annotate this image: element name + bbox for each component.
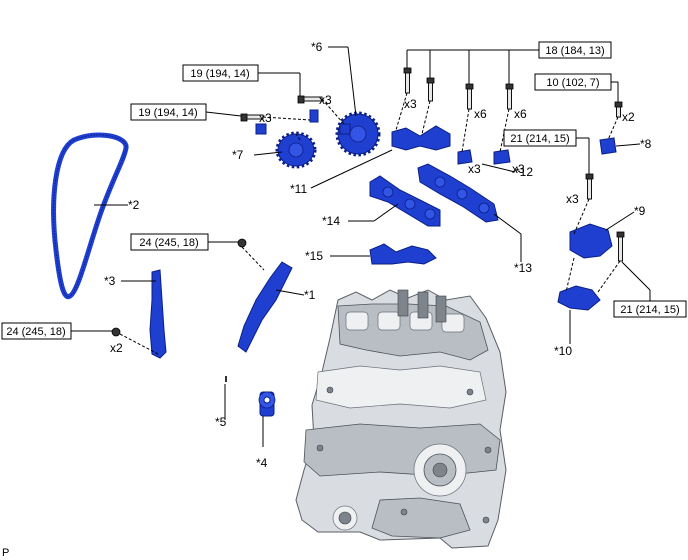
- intake-cam-gear-part: [255, 109, 319, 169]
- quantity-label: x3: [404, 97, 417, 111]
- figure-code-label: P: [2, 547, 9, 559]
- part-ref-label: *9: [634, 204, 646, 218]
- bracket-lower-part: [557, 285, 601, 311]
- cam-cap-small-part-a: [457, 149, 473, 165]
- bracket-upper-part: [569, 223, 613, 259]
- part-ref-label: *4: [256, 456, 268, 470]
- quantity-label: x3: [512, 162, 525, 176]
- part-ref-label: *11: [290, 182, 307, 196]
- torque-text: 24 (245, 18): [139, 237, 198, 249]
- torque-callout-19-left: 19 (194, 14): [130, 103, 207, 121]
- quantity-label: x3: [566, 192, 579, 206]
- crank-sprocket-part: [258, 391, 276, 417]
- torque-callout-19-top: 19 (194, 14): [182, 64, 259, 82]
- part-ref-label: *13: [514, 261, 532, 275]
- part-ref-label: *5: [215, 415, 227, 429]
- tensioner-slipper-part: [149, 269, 167, 359]
- cam-cap-small-part-b: [493, 149, 511, 165]
- part-ref-label: *7: [232, 148, 244, 162]
- part-ref-label: *14: [322, 214, 340, 228]
- quantity-label: x2: [622, 110, 635, 124]
- part-ref-label: *8: [640, 137, 652, 151]
- cam-cap-part: [391, 125, 451, 151]
- bearing-cap-part: [369, 243, 437, 265]
- quantity-label: x6: [514, 107, 527, 121]
- chain-guide-part: [237, 261, 293, 353]
- torque-callout-24-lower: 24 (245, 18): [1, 322, 72, 340]
- part-ref-label: *12: [515, 165, 533, 179]
- part-ref-label: *1: [304, 288, 316, 302]
- torque-callout-21-lower: 21 (214, 15): [613, 300, 687, 318]
- quantity-label: x2: [110, 341, 123, 355]
- torque-text: 24 (245, 18): [6, 326, 65, 338]
- torque-callout-21-upper: 21 (214, 15): [503, 129, 577, 147]
- leader-lines: [71, 46, 651, 447]
- quantity-label: x3: [319, 93, 332, 107]
- exhaust-cam-gear-part: [335, 111, 381, 157]
- quantity-label: x3: [468, 162, 481, 176]
- torque-text: 21 (214, 15): [510, 133, 569, 145]
- part-ref-label: *2: [128, 198, 140, 212]
- torque-text: 19 (194, 14): [190, 68, 249, 80]
- torque-text: 18 (184, 13): [545, 45, 604, 57]
- quantity-label: x3: [259, 111, 272, 125]
- torque-text: 19 (194, 14): [138, 107, 197, 119]
- timing-chain-part: [51, 132, 129, 300]
- torque-callout-10: 10 (102, 7): [534, 73, 612, 91]
- bolt-group: [111, 67, 625, 337]
- part-ref-label: *10: [554, 344, 572, 358]
- part-ref-label: *6: [311, 40, 323, 54]
- torque-text: 21 (214, 15): [620, 304, 679, 316]
- part-ref-label: *15: [305, 249, 323, 263]
- bracket-small-part: [599, 137, 617, 155]
- torque-text: 10 (102, 7): [546, 77, 599, 89]
- torque-callout-24-upper: 24 (245, 18): [130, 233, 209, 251]
- torque-callout-18: 18 (184, 13): [538, 41, 612, 59]
- quantity-label: x6: [474, 107, 487, 121]
- part-ref-label: *3: [104, 274, 116, 288]
- engine-block-illustration: [295, 289, 507, 549]
